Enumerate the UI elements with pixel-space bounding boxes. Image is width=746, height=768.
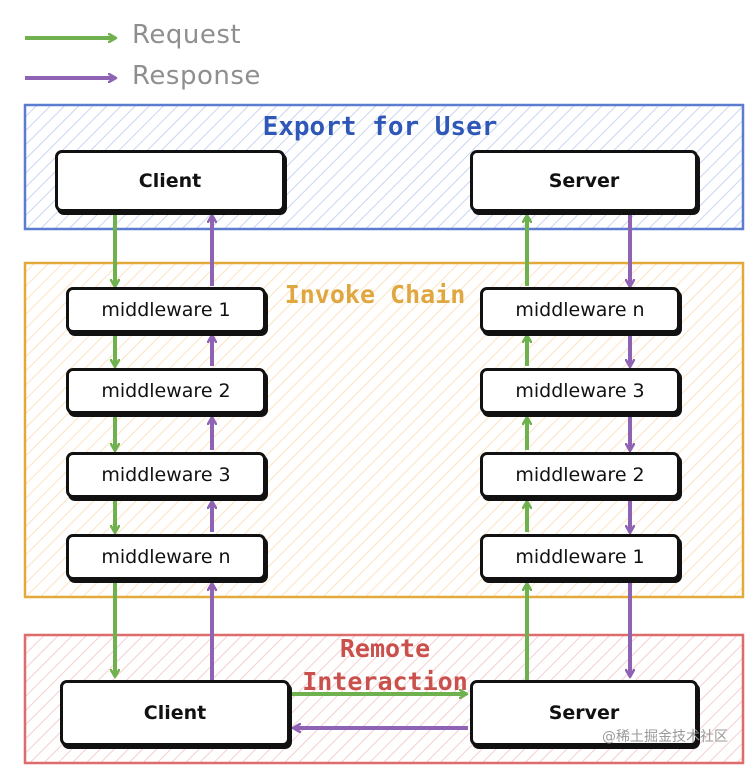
server-bottom-node: Server [470,680,698,746]
client-middleware-node: middleware 1 [66,287,266,333]
watermark: @稀土掘金技术社区 [602,729,728,745]
client-top-node: Client [55,150,285,212]
export-section-title: Export for User [262,112,498,142]
client-middleware-node: middleware 3 [66,452,266,498]
server-middleware-node: middleware 2 [480,452,680,498]
server-top-node: Server [470,150,698,212]
remote-section-title-line1: Remote [339,634,431,663]
client-middleware-node: middleware n [66,534,266,580]
response-legend-label: Response [132,61,261,91]
server-middleware-node: middleware 3 [480,368,680,414]
remote-section-title-line2: Interaction [302,667,468,696]
request-legend-label: Request [132,20,242,50]
invoke-section-title: Invoke Chain [284,280,466,309]
server-middleware-node: middleware n [480,287,680,333]
server-middleware-node: middleware 1 [480,534,680,580]
client-bottom-node: Client [60,680,290,746]
client-middleware-node: middleware 2 [66,368,266,414]
